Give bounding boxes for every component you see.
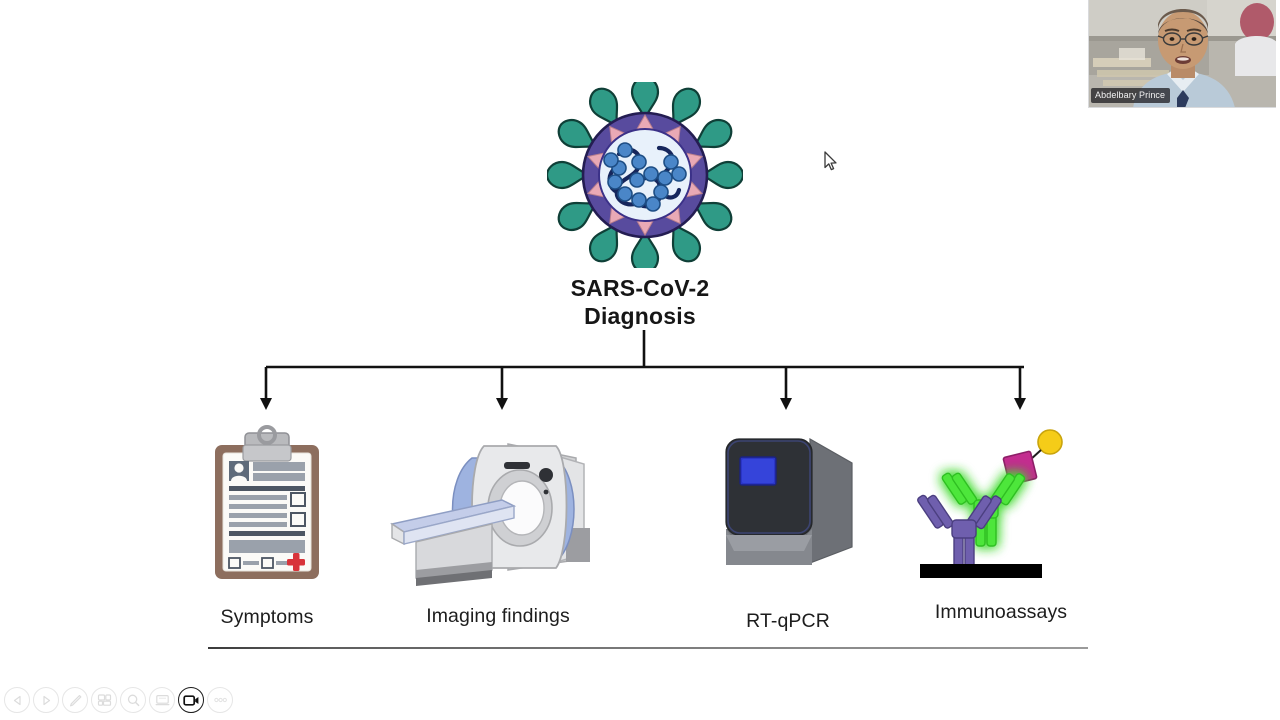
next-slide-button[interactable]	[33, 687, 59, 713]
mouse-cursor	[824, 151, 837, 171]
diagnosis-branch-immunoassays: Immunoassays	[910, 424, 1092, 624]
branch-label-immunoassays: Immunoassays	[934, 601, 1068, 623]
grid-slides-icon	[97, 694, 111, 706]
zoom-button[interactable]	[120, 687, 146, 713]
more-options-button[interactable]	[207, 687, 233, 713]
clipboard-medical-record-icon	[167, 425, 367, 590]
triangle-right-icon	[42, 695, 50, 705]
screen-icon	[155, 694, 169, 706]
annotate-button[interactable]	[62, 687, 88, 713]
slide-title-line-1: SARS-CoV-2	[570, 275, 710, 301]
antibody-antigen-assay-icon	[910, 424, 1092, 589]
diagnosis-branch-symptoms: Symptoms	[167, 425, 367, 629]
presenter-webcam-tile[interactable]: Abdelbary Prince	[1088, 0, 1276, 108]
sars-cov-2-virion-icon	[545, 75, 745, 275]
ellipsis-icon	[213, 697, 227, 703]
branch-label-rtqpcr: RT-qPCR	[746, 610, 830, 632]
triangle-left-icon	[13, 695, 21, 705]
thermocycler-pcr-machine-icon	[700, 425, 876, 580]
slide-footer-divider	[208, 647, 1088, 649]
previous-slide-button[interactable]	[4, 687, 30, 713]
pen-icon	[69, 694, 81, 706]
branch-label-symptoms: Symptoms	[220, 606, 314, 628]
branch-connector-diagram	[260, 330, 1026, 410]
slide-grid-button[interactable]	[91, 687, 117, 713]
diagnosis-branch-rtqpcr: RT-qPCR	[700, 425, 876, 633]
presenter-view-button[interactable]	[149, 687, 175, 713]
branch-label-imaging: Imaging findings	[426, 605, 570, 627]
participant-name-label: Abdelbary Prince	[1091, 88, 1171, 103]
diagnosis-branch-imaging: Imaging findings	[380, 420, 616, 628]
magnifier-icon	[127, 694, 139, 706]
presentation-toolbar	[4, 684, 233, 716]
video-camera-icon	[182, 694, 198, 706]
ct-mri-scanner-icon	[380, 420, 616, 595]
slide-title-line-2: Diagnosis	[584, 303, 696, 329]
slide-title: SARS-CoV-2 Diagnosis	[0, 274, 1280, 330]
camera-button[interactable]	[178, 687, 204, 713]
